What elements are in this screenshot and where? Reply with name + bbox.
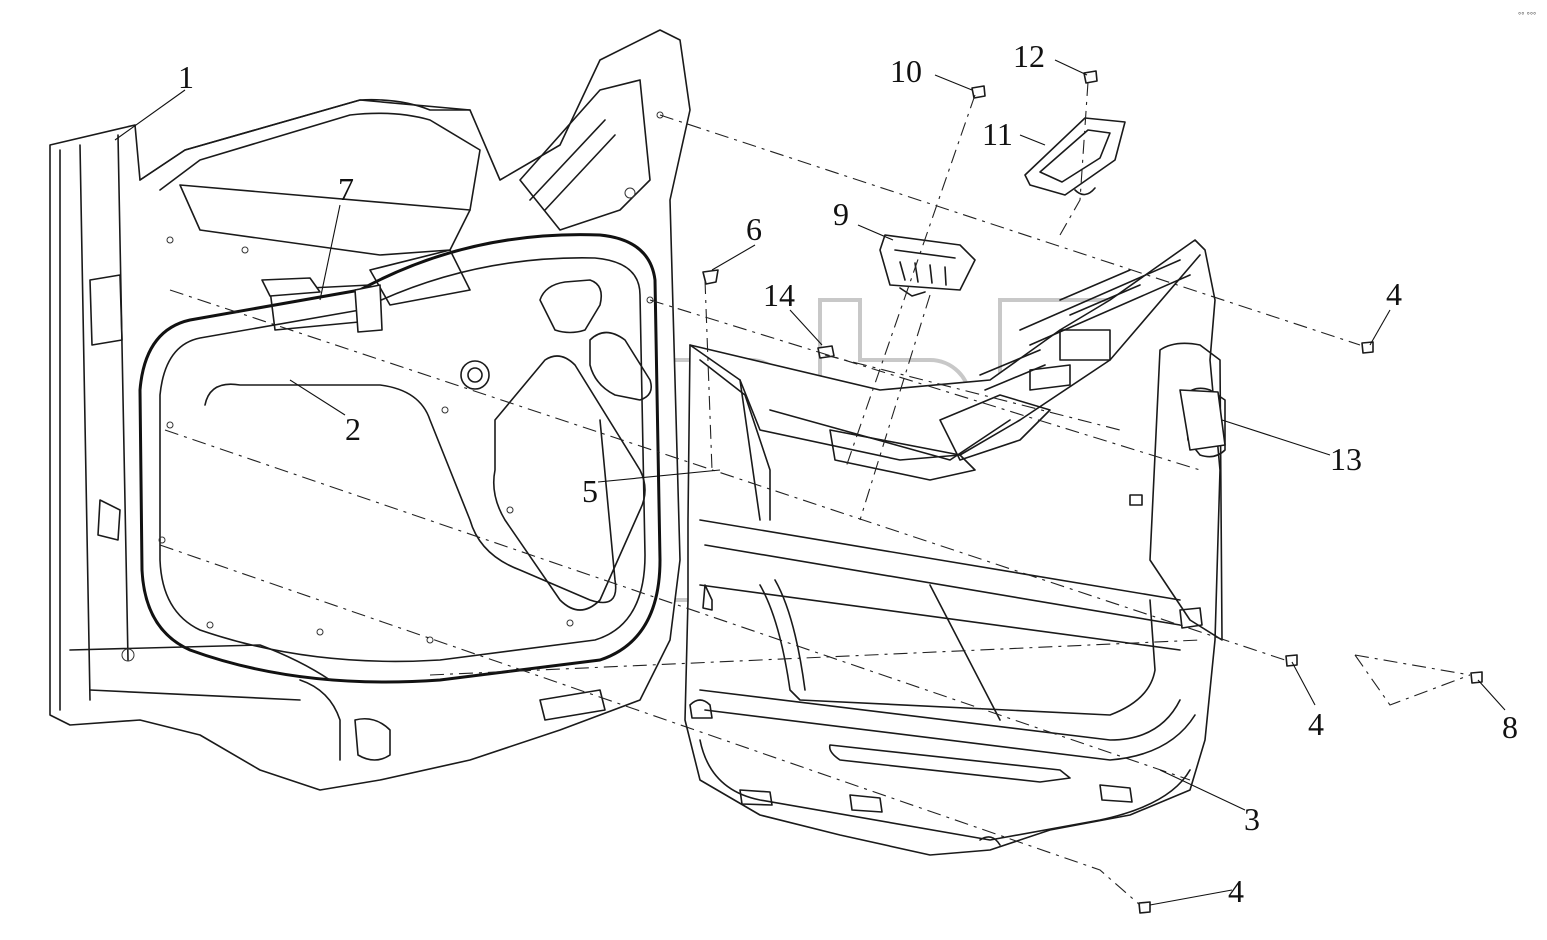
door-inner-panel bbox=[49, 29, 738, 791]
callout-4-top: 4 bbox=[1386, 276, 1402, 312]
callout-12: 12 bbox=[1013, 38, 1045, 74]
assembly-lines bbox=[159, 81, 1471, 906]
callout-4-bottom: 4 bbox=[1228, 873, 1244, 909]
door-trim-panel bbox=[684, 239, 1226, 856]
insert-part-9 bbox=[879, 234, 976, 297]
nut-part-14 bbox=[817, 345, 835, 359]
callout-6: 6 bbox=[746, 211, 762, 247]
screw-part-4-b bbox=[1285, 654, 1298, 667]
callout-4-right: 4 bbox=[1308, 706, 1324, 742]
screw-part-8 bbox=[1470, 671, 1483, 684]
handle-bezel-part-11 bbox=[1024, 117, 1126, 196]
screw-part-12 bbox=[1083, 70, 1098, 84]
callout-2: 2 bbox=[345, 411, 361, 447]
bracket-part-7 bbox=[261, 277, 383, 333]
screw-part-4-c bbox=[1138, 901, 1151, 914]
callout-8: 8 bbox=[1502, 709, 1518, 745]
corner-mark: °° °°° bbox=[1518, 11, 1536, 20]
callout-7: 7 bbox=[338, 171, 354, 207]
callout-11: 11 bbox=[982, 116, 1013, 152]
callout-14: 14 bbox=[763, 277, 795, 313]
callout-10: 10 bbox=[890, 53, 922, 89]
leader-lines bbox=[114, 59, 1506, 906]
callout-5: 5 bbox=[582, 473, 598, 509]
screw-part-10 bbox=[971, 85, 986, 99]
callout-1: 1 bbox=[178, 59, 194, 95]
callout-9: 9 bbox=[833, 196, 849, 232]
callouts: 1 2 3 4 4 4 5 6 7 8 9 10 11 12 13 14 bbox=[178, 38, 1518, 909]
callout-3: 3 bbox=[1244, 801, 1260, 837]
fasteners bbox=[702, 70, 1483, 914]
grip-part-13 bbox=[1179, 389, 1226, 451]
callout-13: 13 bbox=[1330, 441, 1362, 477]
